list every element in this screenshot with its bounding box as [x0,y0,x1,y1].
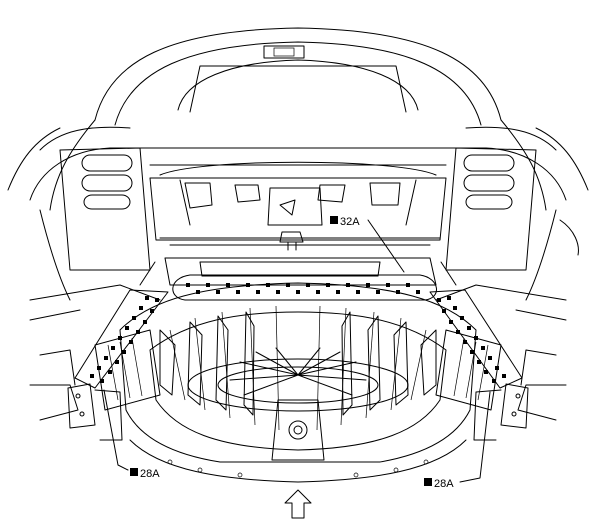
callout-left: 28A [103,389,160,480]
up-arrow-icon [284,489,312,519]
callout-label-left: 28A [140,468,160,480]
callout-top: 32A [330,216,405,273]
weld-spots-right [437,296,506,383]
spare-wheel-well [119,282,477,483]
weld-spots-left [90,296,159,383]
callout-marker-top [330,216,338,224]
rear-cross-member [139,257,457,286]
weld-region-right [429,289,523,389]
body-outline [7,27,589,211]
callout-label-top: 32A [340,216,360,228]
weld-region-left [74,289,169,389]
side-rails [29,284,567,441]
side-floor-ribs [94,329,502,411]
callout-marker-right [424,478,432,486]
callout-label-right: 28A [434,478,454,490]
weld-region-top [172,274,437,301]
callout-marker-left [130,468,138,476]
callout-right: 28A [424,391,491,490]
quarter-panel-right [445,147,579,301]
weld-spots-top [186,283,420,294]
rear-bulkhead [149,177,447,251]
quarter-panel-left [39,147,151,301]
